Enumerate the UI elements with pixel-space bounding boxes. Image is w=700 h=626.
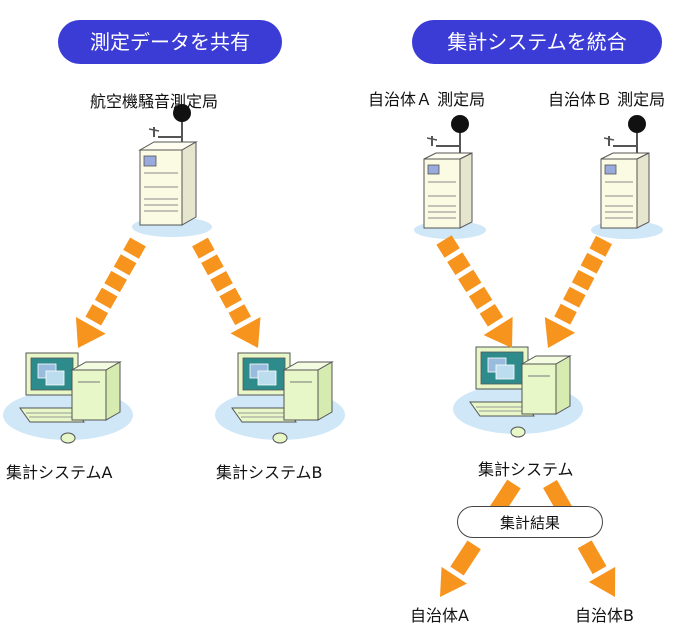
arrow-segment bbox=[228, 304, 252, 326]
pc-system-integrated bbox=[452, 346, 584, 438]
arrow-segment bbox=[580, 252, 604, 274]
arrow-head bbox=[588, 566, 616, 597]
noise-station-b bbox=[591, 115, 663, 239]
arrow-station-b-to-system bbox=[544, 235, 612, 348]
arrow-segment bbox=[113, 254, 137, 276]
arrow-segment bbox=[192, 237, 215, 259]
arrow-segment bbox=[104, 270, 127, 293]
share-data-pill: 測定データを共有 bbox=[58, 20, 282, 64]
arrow-station-a-to-system bbox=[436, 235, 513, 348]
arrow-segment bbox=[436, 235, 460, 258]
arrow-segment bbox=[123, 237, 146, 259]
integrate-system-pill: 集計システムを統合 bbox=[412, 20, 662, 64]
arrow-head bbox=[230, 316, 261, 348]
arrow-segment bbox=[201, 254, 224, 276]
dest-a-label: 自治体A bbox=[410, 606, 469, 625]
station-a-label: 自治体Ａ 測定局 bbox=[368, 90, 486, 109]
arrow-segment bbox=[210, 270, 233, 292]
system-b-label: 集計システムB bbox=[216, 463, 323, 482]
noise-station-a bbox=[414, 115, 486, 239]
arrow-segment bbox=[589, 235, 612, 257]
arrow-head bbox=[75, 316, 106, 348]
arrow-head bbox=[440, 566, 467, 597]
arrow-segment bbox=[94, 287, 118, 309]
pc-system-b bbox=[214, 352, 346, 444]
arrow-station-to-system-a bbox=[75, 237, 146, 348]
system-a-label: 集計システムA bbox=[6, 463, 113, 482]
noise-station-left bbox=[132, 104, 212, 237]
arrow-segment bbox=[490, 479, 521, 515]
integrated-system-label: 集計システム bbox=[478, 460, 574, 479]
arrow-segment bbox=[450, 540, 481, 576]
arrow-segment bbox=[219, 287, 242, 309]
result-pill: 集計結果 bbox=[457, 506, 603, 538]
flow-arrows bbox=[75, 235, 616, 597]
arrow-system-to-dest-a bbox=[440, 479, 521, 597]
arrow-segment bbox=[468, 286, 493, 310]
station-b-label: 自治体Ｂ 測定局 bbox=[548, 90, 666, 109]
arrow-segment bbox=[554, 303, 577, 325]
arrow-segment bbox=[85, 304, 109, 326]
arrow-segment bbox=[479, 304, 504, 327]
arrow-segment bbox=[577, 540, 607, 575]
arrow-head bbox=[544, 317, 576, 348]
arrow-system-to-dest-b bbox=[543, 480, 616, 597]
arrow-segment bbox=[563, 286, 586, 308]
arrow-head bbox=[483, 316, 513, 348]
arrow-segment bbox=[571, 269, 595, 291]
station-label: 航空機騒音測定局 bbox=[90, 92, 219, 111]
arrow-station-to-system-b bbox=[192, 237, 261, 348]
arrow-segment bbox=[447, 252, 471, 275]
arrow-segment bbox=[458, 269, 482, 293]
arrow-segment bbox=[543, 480, 572, 514]
pc-system-a bbox=[3, 352, 133, 444]
dest-b-label: 自治体B bbox=[575, 606, 634, 625]
